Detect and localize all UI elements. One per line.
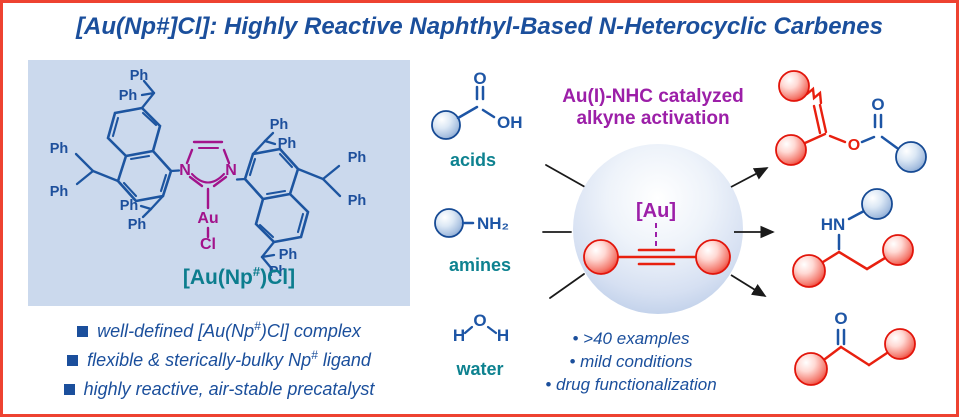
substituent-sphere: [882, 234, 914, 266]
ph-label: Ph: [50, 141, 69, 157]
h-atom: H: [497, 326, 509, 345]
substrate-water: O H H water: [453, 311, 509, 379]
o-atom: O: [473, 69, 486, 88]
scope-bullet: • drug functionalization: [545, 375, 716, 394]
catalyst-structure-panel: Ph Ph Ph Ph Ph Ph Ph Ph Ph Ph Ph Ph: [28, 60, 410, 306]
caption-pre: [Au(Np: [182, 266, 253, 289]
ph-label: Ph: [348, 193, 367, 209]
cl-label: Cl: [200, 236, 216, 253]
scope-bullet: • mild conditions: [569, 352, 693, 371]
feature-text: )Cl] complex: [260, 321, 361, 341]
feature-item: well-defined [Au(Np#)Cl] complex: [23, 312, 415, 341]
ph-label: Ph: [270, 117, 289, 133]
feature-sup: #: [311, 348, 318, 362]
feature-text: well-defined [Au(Np: [97, 321, 255, 341]
ph-label: Ph: [348, 150, 367, 166]
product-arrows: [730, 167, 775, 297]
catalyst-sphere: [573, 144, 743, 314]
catalyst-structure-drawing: Ph Ph Ph Ph Ph Ph Ph Ph Ph Ph Ph Ph: [50, 68, 367, 280]
ph-label: Ph: [269, 264, 288, 280]
o-atom: O: [871, 95, 884, 114]
scope-bullet: • >40 examples: [573, 329, 690, 348]
au-label: Au: [197, 210, 218, 227]
substituent-sphere: [794, 352, 828, 386]
feature-text: highly reactive, air-stable precatalyst: [83, 379, 375, 399]
reaction-scheme: Au(I)-NHC catalyzed alkyne activation O …: [431, 69, 927, 394]
caption-post: )Cl]: [260, 266, 296, 289]
substrate-label: acids: [450, 150, 496, 170]
h-atom: H: [453, 326, 465, 345]
substituent-sphere: [895, 141, 927, 173]
substrate-label: amines: [449, 255, 511, 275]
ph-label: Ph: [278, 136, 297, 152]
substrate-amines: NH₂ amines: [434, 208, 511, 275]
product-amine: HN: [792, 188, 914, 288]
ph-label: Ph: [128, 217, 147, 233]
feature-item: highly reactive, air-stable precatalyst: [23, 370, 415, 399]
substrate-lines: [542, 164, 586, 299]
substituent-sphere: [431, 110, 461, 140]
feature-list: well-defined [Au(Np#)Cl] complex flexibl…: [23, 312, 415, 399]
substituent-sphere: [861, 188, 893, 220]
substrate-acids: O OH acids: [431, 69, 523, 170]
ph-label: Ph: [279, 247, 298, 263]
feature-item: flexible & sterically-bulky Np# ligand: [23, 341, 415, 370]
arrow-icon: [730, 167, 769, 188]
square-bullet-icon: [63, 384, 75, 395]
ph-label: Ph: [130, 68, 149, 84]
product-ketone: O: [794, 309, 916, 386]
alkyne-right-sphere: [695, 239, 731, 275]
caption-sup: #: [252, 264, 261, 279]
alkyne-left-sphere: [583, 239, 619, 275]
squiggly-bond: [805, 86, 823, 105]
o-atom: O: [834, 309, 847, 328]
substituent-sphere: [775, 134, 807, 166]
oh-atom: OH: [497, 113, 523, 132]
square-bullet-icon: [77, 326, 89, 337]
header-line1: Au(I)-NHC catalyzed: [562, 86, 744, 107]
substrate-label: water: [455, 359, 503, 379]
arrow-icon: [730, 274, 767, 297]
n-label: N: [179, 162, 191, 179]
catalyst-caption: [Au(Np#)Cl]: [68, 264, 410, 290]
feature-text: ligand: [317, 350, 371, 370]
ph-label: Ph: [50, 184, 69, 200]
ph-label: Ph: [119, 88, 138, 104]
n-label: N: [225, 162, 237, 179]
product-enol-ester: O O: [775, 70, 927, 173]
nh2-atom: NH₂: [477, 214, 509, 233]
catalyst-au-label: [Au]: [636, 200, 676, 222]
page-title: [Au(Np#]Cl]: Highly Reactive Naphthyl-Ba…: [76, 13, 883, 40]
o-atom: O: [473, 311, 486, 330]
imidazole-ring: [185, 140, 231, 239]
substituent-sphere: [884, 328, 916, 360]
substituent-sphere: [792, 254, 826, 288]
feature-sup: #: [254, 319, 261, 333]
header-line2: alkyne activation: [576, 108, 729, 129]
square-bullet-icon: [67, 355, 79, 366]
hn-atom: HN: [821, 215, 846, 234]
o-atom: O: [848, 137, 860, 154]
alkyne: [583, 239, 731, 275]
substituent-sphere: [434, 208, 464, 238]
ph-label: Ph: [120, 198, 139, 214]
substituent-sphere: [778, 70, 810, 102]
feature-text: flexible & sterically-bulky Np: [87, 350, 312, 370]
